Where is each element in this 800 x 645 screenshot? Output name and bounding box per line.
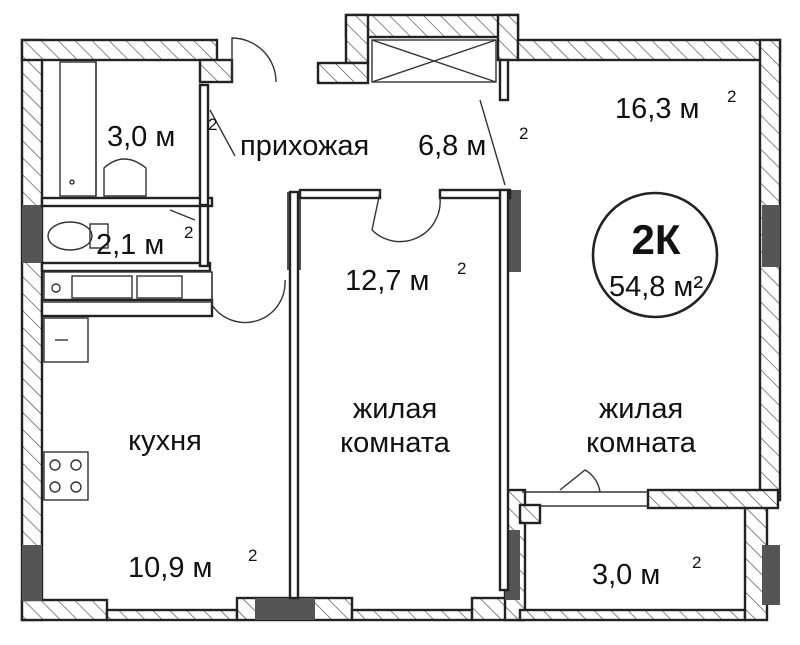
kitchen-area-sup: 2 [248, 546, 257, 565]
doors [169, 37, 601, 493]
room-right-name-line1: жилая [599, 393, 683, 425]
total-area: 54,8 м² [609, 271, 703, 303]
room-center-area-sup: 2 [457, 259, 466, 278]
room-upper-right-area-sup: 2 [727, 87, 736, 106]
kitchen-name: кухня [128, 425, 202, 457]
interior-walls [40, 58, 512, 600]
labels: 3,0 м 2 2,1 м 2 прихожая 6,8 м 2 16,3 м … [96, 87, 736, 591]
room-center-name-line1: жилая [353, 393, 437, 425]
toilet-area: 2,1 м [96, 229, 164, 261]
balcony-area: 3,0 м [592, 559, 660, 591]
summary-circle [591, 191, 719, 319]
hallway-name: прихожая [240, 130, 369, 162]
room-upper-right-area: 16,3 м [615, 93, 699, 125]
bathroom-area-sup: 2 [208, 115, 217, 134]
balcony-area-sup: 2 [692, 553, 701, 572]
kitchen-area: 10,9 м [128, 552, 212, 584]
bathroom-area: 3,0 м [107, 121, 175, 153]
room-center-area: 12,7 м [345, 265, 429, 297]
room-center-name-line2: комната [340, 427, 451, 459]
hallway-area-sup: 2 [519, 124, 528, 143]
room-right-name-line2: комната [586, 427, 697, 459]
toilet-area-sup: 2 [184, 223, 193, 242]
hallway-area: 6,8 м [418, 130, 486, 162]
apartment-type: 2К [632, 216, 681, 263]
